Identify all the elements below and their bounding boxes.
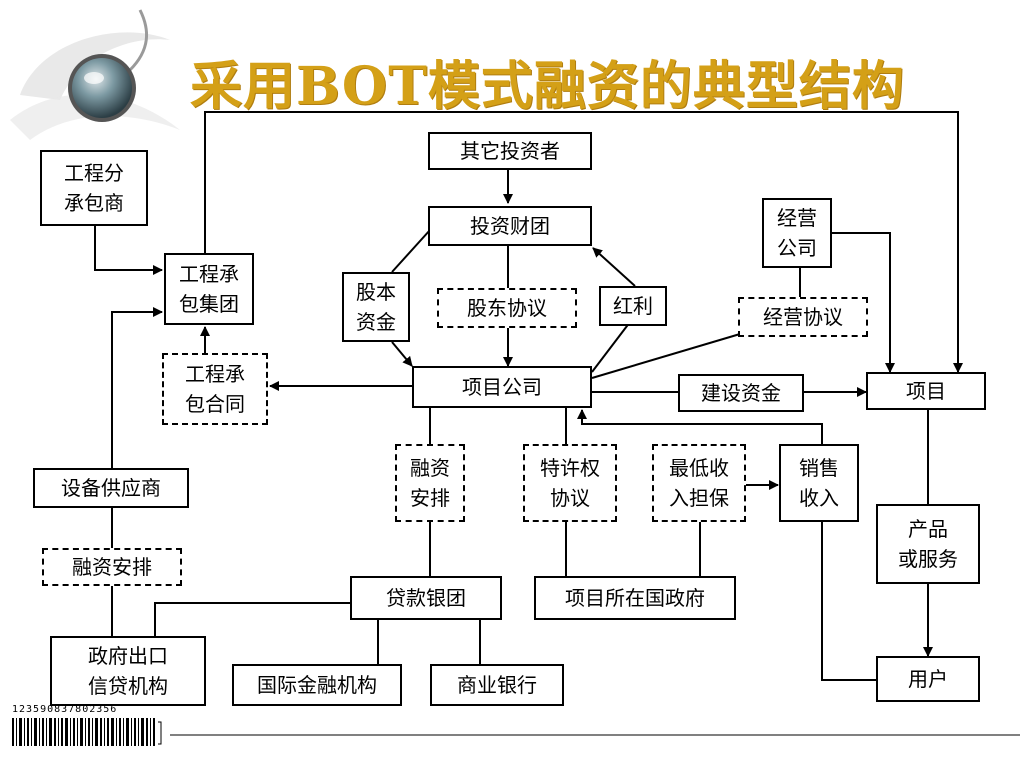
node-project-company: 项目公司 — [412, 366, 592, 408]
node-financing-arrangement-left: 融资安排 — [42, 548, 182, 586]
logo-orb-icon — [10, 9, 180, 140]
node-international-finance: 国际金融机构 — [232, 664, 402, 706]
node-users: 用户 — [876, 656, 980, 702]
node-export-credit-agency: 政府出口 信贷机构 — [50, 636, 206, 706]
node-dividend: 红利 — [599, 286, 667, 326]
node-commercial-bank: 商业银行 — [430, 664, 564, 706]
barcode-icon — [12, 718, 162, 746]
node-equity-capital: 股本 资金 — [342, 272, 410, 342]
node-project: 项目 — [866, 372, 986, 410]
node-host-government: 项目所在国政府 — [534, 576, 736, 620]
page-title: 采用BOT模式融资的典型结构 — [190, 56, 905, 117]
node-operating-agreement: 经营协议 — [738, 297, 868, 337]
node-subcontractor: 工程分 承包商 — [40, 150, 148, 226]
node-products-services: 产品 或服务 — [876, 504, 980, 584]
node-operating-company: 经营 公司 — [762, 198, 832, 268]
node-loan-syndicate: 贷款银团 — [350, 576, 502, 620]
node-financing-arrangement: 融资 安排 — [395, 444, 465, 522]
node-other-investors: 其它投资者 — [428, 132, 592, 170]
node-sales-revenue: 销售 收入 — [779, 444, 859, 522]
node-concession-agreement: 特许权 协议 — [523, 444, 617, 522]
node-minimum-revenue-guarantee: 最低收 入担保 — [652, 444, 746, 522]
node-construction-contract: 工程承 包合同 — [162, 353, 268, 425]
node-equipment-supplier: 设备供应商 — [33, 468, 189, 508]
node-construction-funds: 建设资金 — [678, 374, 804, 412]
node-contractor-group: 工程承 包集团 — [164, 253, 254, 325]
node-investment-consortium: 投资财团 — [428, 206, 592, 246]
node-shareholder-agreement: 股东协议 — [437, 288, 577, 328]
barcode-number: 123590837802356 — [12, 704, 118, 715]
